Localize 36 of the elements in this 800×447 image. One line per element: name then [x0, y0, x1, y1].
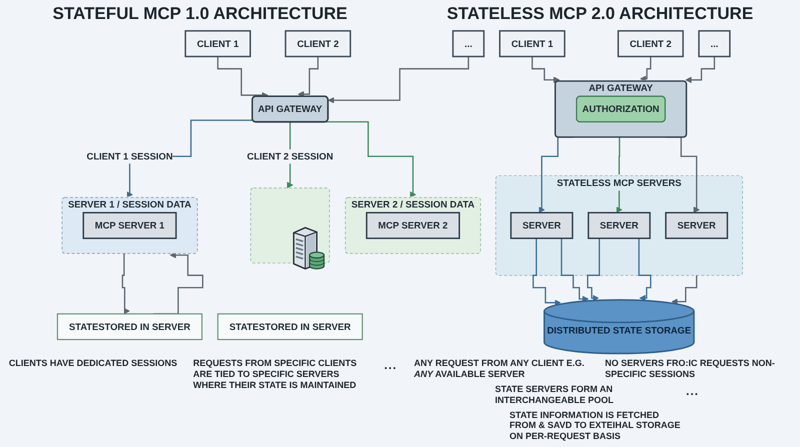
node-box: ...: [698, 30, 731, 58]
arrow: [532, 238, 561, 306]
node-box: MCP SERVER 1: [82, 212, 177, 240]
node-box: STATESTORED IN SERVER: [56, 313, 202, 340]
note-text: NO SERVERS FRO:IC REQUESTS NON-SPECIFIC SESSIONS: [605, 358, 776, 380]
note-text: STATE INFORMATION IS FETCHED FROM & SAVD TO EXTEIHAL STORAGE ON PER-REQUEST BASIS: [510, 410, 682, 442]
edge-label: CLIENT 2 SESSION: [247, 150, 334, 162]
node-box: MCP SERVER 2: [366, 212, 460, 240]
heading: STATELESS MCP 2.0 ARCHITECTURE: [446, 4, 754, 24]
note-text: STATE SERVERS FORM AN INTERCHANGEABLE POOL: [494, 384, 614, 406]
node-box: CLIENT 2: [617, 30, 684, 58]
arrow: [532, 56, 560, 84]
node-box: STATESTORED IN SERVER: [217, 313, 363, 340]
node-box: SERVER: [510, 212, 574, 240]
arrow: [672, 274, 698, 305]
node-box: CLIENT 2: [284, 30, 352, 58]
cluster: [250, 188, 330, 264]
node-box: ...: [452, 30, 485, 58]
node-box: CLIENT 1: [184, 30, 251, 58]
node-box: SERVER: [588, 212, 651, 240]
note-text: REQUESTS FROM SPECIFIC CLIENTS ARE TIED TO SPECIFIC SERVERS WHERE THEIR STATE IS MAINTAINED: [193, 358, 358, 391]
arrow: [217, 56, 268, 98]
edge-label: CLIENT 1 SESSION: [86, 150, 173, 162]
note-text: CLIENTS HAVE DEDICATED SESSIONS: [8, 358, 178, 370]
arrow: [616, 136, 622, 213]
node-box: CLIENT 1: [499, 30, 566, 58]
note-text: ANY REQUEST FROM ANY CLIENT E.G. ANY AVAILABLE SERVER: [414, 358, 586, 380]
node-box: SERVER: [665, 212, 728, 240]
arrow: [122, 252, 130, 314]
arrow: [328, 56, 470, 104]
arrow: [640, 56, 652, 82]
ellipsis: ...: [384, 358, 398, 372]
arrow: [298, 56, 319, 98]
ellipsis: ...: [686, 384, 699, 398]
arrow: [685, 56, 716, 84]
heading: STATEFUL MCP 1.0 ARCHITECTURE: [52, 4, 348, 24]
